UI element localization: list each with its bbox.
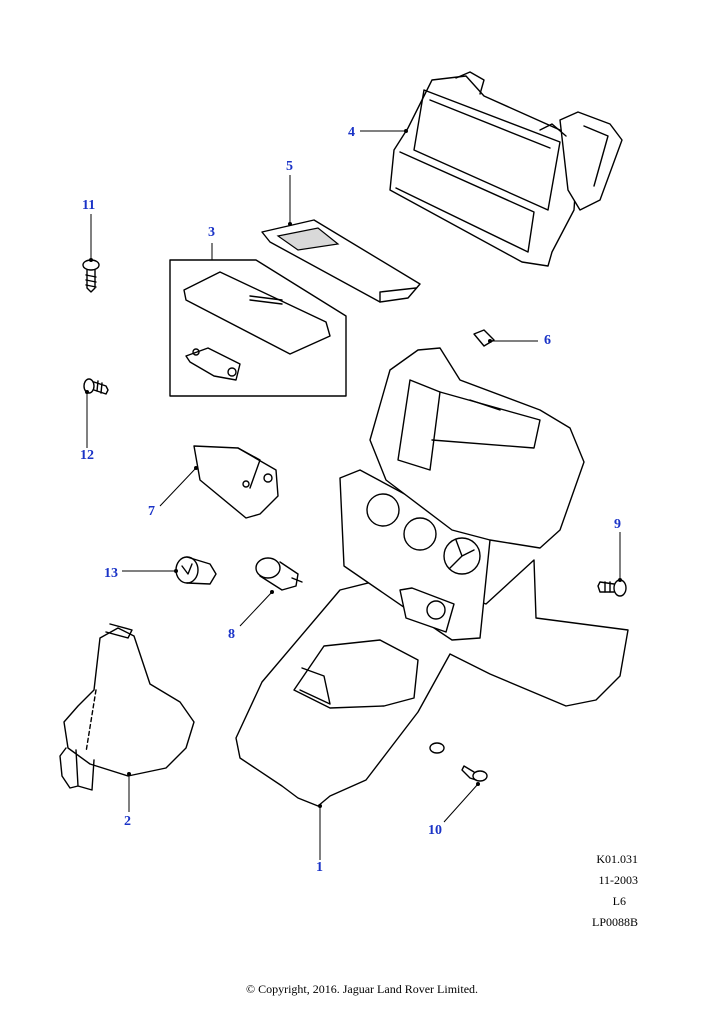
plate-code: LP0088B (591, 915, 638, 929)
part-3-stowage-lid-group (169, 259, 347, 397)
copyright-notice: © Copyright, 2016. Jaguar Land Rover Lim… (245, 982, 479, 996)
date-code: 11-2003 (598, 873, 638, 887)
callout-3[interactable]: 3 (208, 225, 215, 240)
part-6-clip (473, 329, 495, 347)
callout-11[interactable]: 11 (82, 198, 96, 213)
part-4-bezel-frame (389, 71, 623, 267)
part-1-console (235, 347, 629, 807)
callout-1[interactable]: 1 (316, 860, 323, 875)
callout-13[interactable]: 13 (104, 566, 118, 581)
callout-9[interactable]: 9 (614, 517, 621, 532)
part-7-ashtray (193, 445, 279, 519)
model-code: L6 (612, 894, 626, 908)
callout-12[interactable]: 12 (80, 448, 94, 463)
part-2-gear-boot (59, 623, 195, 791)
part-12-screw (83, 378, 109, 395)
callout-7[interactable]: 7 (148, 504, 155, 519)
callout-8[interactable]: 8 (228, 627, 235, 642)
part-13-lighter (175, 556, 217, 585)
part-5-tray (261, 219, 421, 303)
callout-5[interactable]: 5 (286, 159, 293, 174)
reference-code: K01.031 (596, 852, 638, 866)
callout-10[interactable]: 10 (428, 823, 442, 838)
part-9-screw (597, 579, 627, 597)
part-8-socket (255, 557, 303, 591)
callout-6[interactable]: 6 (544, 333, 551, 348)
leader-lines (85, 129, 622, 860)
callout-2[interactable]: 2 (124, 814, 131, 829)
part-10-screw (461, 765, 488, 782)
part-11-screw (82, 259, 100, 293)
callout-4[interactable]: 4 (348, 125, 355, 140)
